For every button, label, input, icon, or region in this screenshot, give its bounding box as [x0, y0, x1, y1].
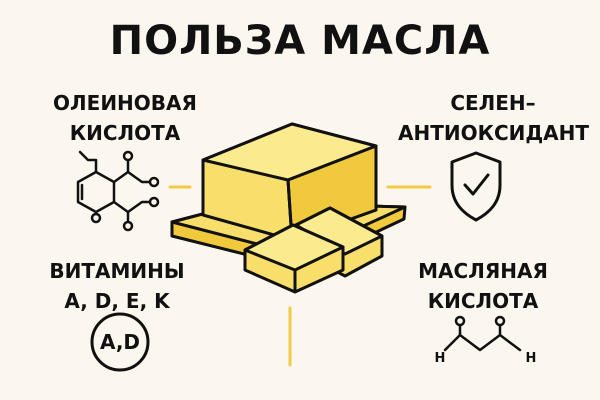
label-butyric-acid: МАСЛЯНАЯ КИСЛОТА [388, 256, 578, 316]
label-vitamins-line2: A, D, E, K [64, 289, 170, 313]
vitamin-ad-icon: A,D [90, 312, 150, 372]
vitamin-ad-text: A,D [100, 330, 140, 354]
butyric-acid-icon: H H [435, 315, 537, 366]
molecule-icon [76, 150, 160, 232]
atom-h-right: H [526, 351, 537, 366]
label-selenium: СЕЛЕН– АНТИОКСИДАНТ [398, 88, 590, 148]
label-butyric-line1: МАСЛЯНАЯ [418, 259, 548, 283]
label-oleic-line1: ОЛЕИНОВАЯ [53, 91, 197, 115]
label-selenium-line2: АНТИОКСИДАНТ [398, 121, 590, 145]
label-selenium-line1: СЕЛЕН– [450, 91, 536, 115]
connector-lines [168, 185, 432, 367]
atom-h-left: H [435, 351, 446, 366]
label-vitamins-line1: ВИТАМИНЫ [49, 259, 185, 283]
shield-check-icon [450, 151, 502, 222]
label-butyric-line2: КИСЛОТА [427, 289, 539, 313]
label-oleic-acid: ОЛЕИНОВАЯ КИСЛОТА [30, 88, 220, 148]
butter-icon [170, 122, 407, 294]
page-title: ПОЛЬЗА МАСЛА [109, 18, 491, 64]
label-oleic-line2: КИСЛОТА [69, 121, 181, 145]
label-vitamins: ВИТАМИНЫ A, D, E, K [22, 256, 212, 316]
